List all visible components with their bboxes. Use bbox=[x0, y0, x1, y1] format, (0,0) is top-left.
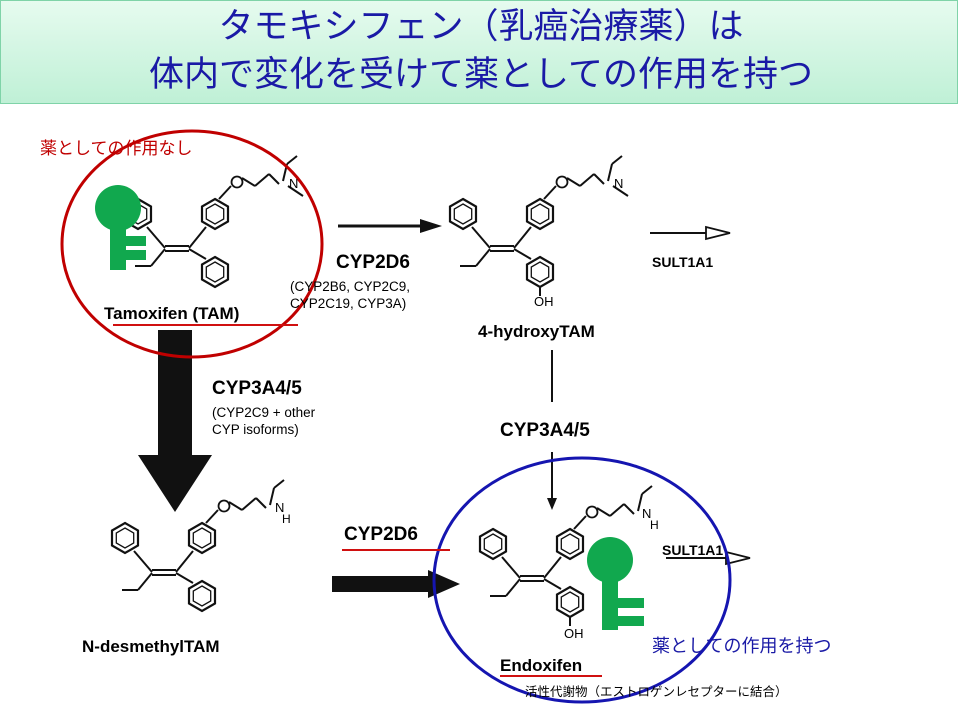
enzyme-left-minor-2: CYP isoforms) bbox=[212, 422, 299, 437]
footnote: 活性代謝物（エストロゲンレセプターに結合） bbox=[525, 684, 788, 699]
enzyme-sult-top: SULT1A1 bbox=[652, 254, 714, 270]
molecule-name-desmethyl-tam: N-desmethylTAM bbox=[82, 637, 220, 656]
note-has-effect: 薬としての作用を持つ bbox=[652, 636, 832, 657]
arrow-desmethyl-to-endoxifen bbox=[332, 570, 460, 598]
enzyme-left-minor-1: (CYP2C9 + other bbox=[212, 405, 316, 420]
atom-oh-endoxifen: OH bbox=[564, 626, 584, 641]
key-icon-green bbox=[95, 185, 146, 270]
atom-h-endoxifen: H bbox=[650, 518, 659, 532]
molecule-name-endoxifen: Endoxifen bbox=[500, 656, 583, 675]
arrow-hydroxy-to-sult bbox=[650, 225, 731, 241]
atom-oh-hydroxy: OH bbox=[534, 294, 554, 309]
arrow-tam-to-desmethyl bbox=[138, 330, 212, 512]
desmethyl-tam-structure bbox=[112, 479, 285, 611]
enzyme-top-minor-2: CYP2C19, CYP3A) bbox=[290, 296, 407, 311]
enzyme-top-main: CYP2D6 bbox=[336, 252, 410, 273]
title-line-2: 体内で変化を受けて薬としての作用を持つ bbox=[149, 55, 813, 95]
arrow-endoxifen-to-sult bbox=[666, 550, 751, 566]
endoxifen-highlight-circle bbox=[432, 456, 732, 704]
molecule-name-tamoxifen: Tamoxifen (TAM) bbox=[104, 304, 240, 323]
title-line-1: タモキシフェン（乳癌治療薬）は bbox=[218, 7, 744, 47]
tamoxifen-structure bbox=[125, 155, 304, 287]
arrow-tam-to-hydroxy bbox=[338, 219, 442, 233]
endoxifen-structure bbox=[480, 485, 653, 626]
enzyme-sult-bottom: SULT1A1 bbox=[662, 542, 724, 558]
atom-n-desmethyl: N bbox=[275, 500, 285, 515]
atom-n-tam: N bbox=[289, 176, 299, 191]
atom-h-desmethyl: H bbox=[282, 512, 291, 526]
enzyme-bottom-main: CYP2D6 bbox=[344, 524, 418, 545]
tamoxifen-highlight-circle bbox=[60, 129, 324, 359]
title-banner: タモキシフェン（乳癌治療薬）は 体内で変化を受けて薬としての作用を持つ bbox=[0, 0, 958, 104]
key-icon-green bbox=[587, 537, 644, 630]
atom-n-hydroxy: N bbox=[614, 176, 624, 191]
molecule-name-hydroxy-tam: 4-hydroxyTAM bbox=[478, 322, 595, 341]
note-no-effect: 薬としての作用なし bbox=[40, 139, 193, 159]
enzyme-left-main: CYP3A4/5 bbox=[212, 378, 302, 399]
enzyme-top-minor-1: (CYP2B6, CYP2C9, bbox=[290, 279, 411, 294]
enzyme-right-main: CYP3A4/5 bbox=[500, 420, 590, 441]
atom-n-endoxifen: N bbox=[642, 506, 652, 521]
hydroxy-tam-structure bbox=[450, 155, 629, 296]
